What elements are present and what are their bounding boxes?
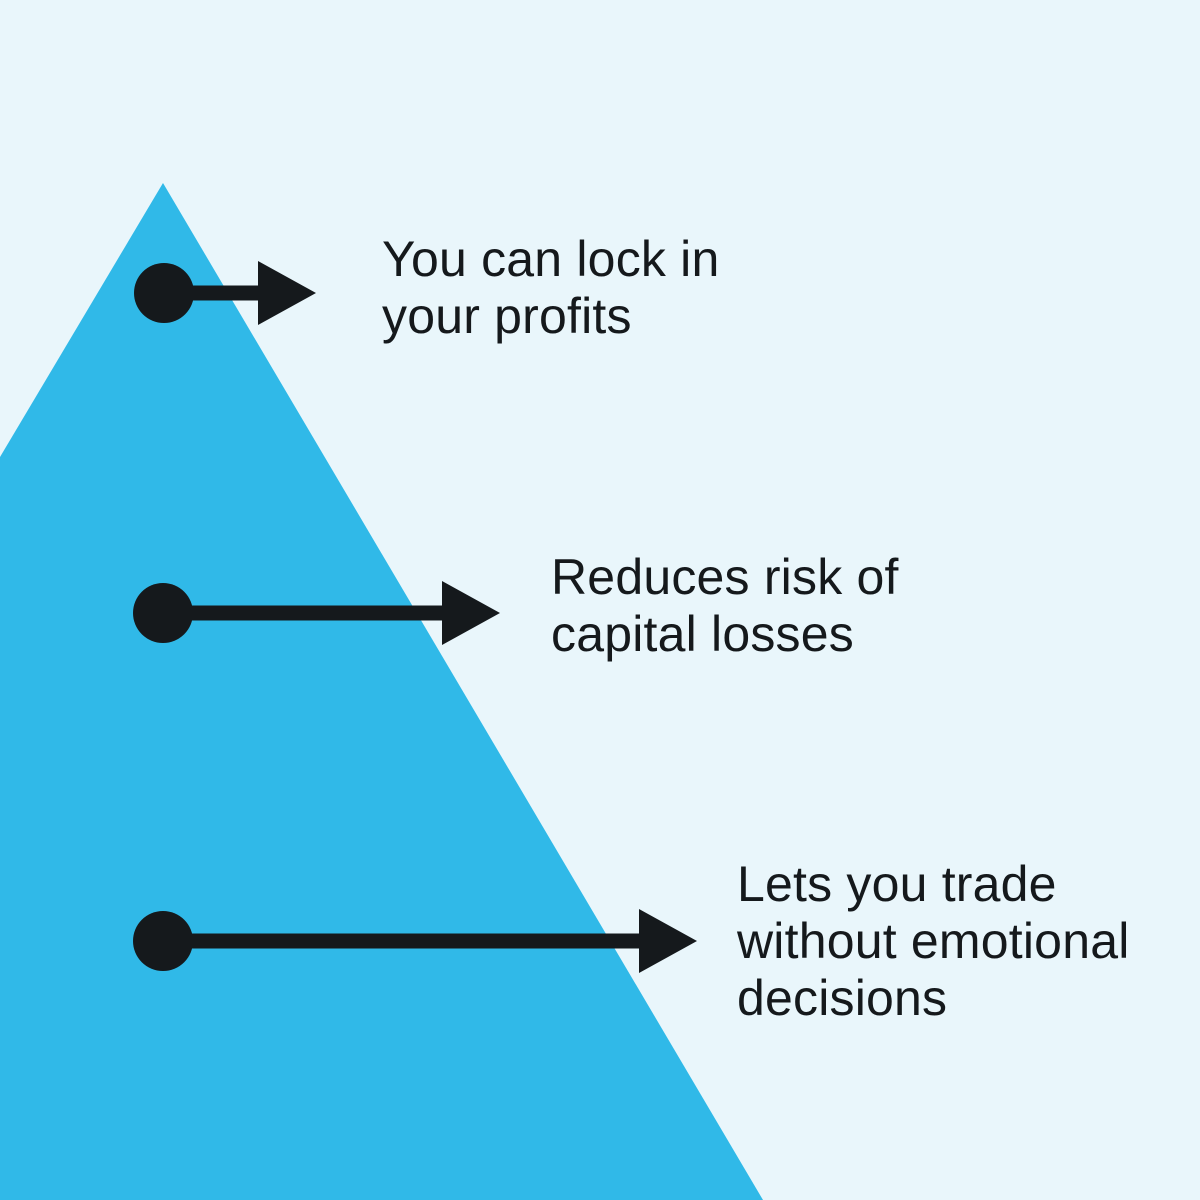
callout-line: You can lock in bbox=[382, 231, 720, 287]
callout-label-3: Lets you trade without emotional decisio… bbox=[737, 856, 1130, 1027]
callout-marker-1 bbox=[134, 261, 316, 325]
callout-line: your profits bbox=[382, 288, 632, 344]
callout-line: decisions bbox=[737, 970, 948, 1026]
arrow-right-icon bbox=[639, 909, 697, 973]
callout-marker-2 bbox=[133, 581, 500, 645]
arrow-shaft bbox=[163, 605, 446, 621]
arrow-right-icon bbox=[258, 261, 316, 325]
arrow-shaft bbox=[163, 933, 643, 949]
arrow-shaft bbox=[164, 285, 264, 301]
callout-line: Reduces risk of bbox=[551, 549, 899, 605]
arrow-right-icon bbox=[442, 581, 500, 645]
callout-line: Lets you trade bbox=[737, 856, 1057, 912]
callout-label-2: Reduces risk of capital losses bbox=[551, 549, 899, 663]
callout-line: without emotional bbox=[737, 913, 1130, 969]
callout-marker-3 bbox=[133, 909, 697, 973]
callout-label-1: You can lock in your profits bbox=[382, 231, 720, 345]
callout-line: capital losses bbox=[551, 606, 854, 662]
